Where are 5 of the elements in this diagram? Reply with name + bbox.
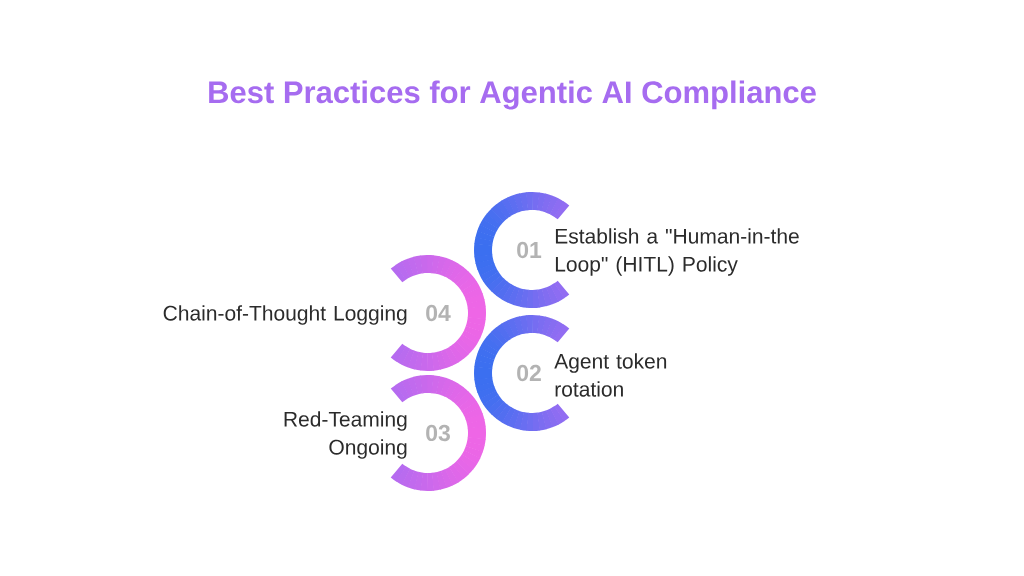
step-text: Establish a "Human-in-the Loop" (HITL) Policy xyxy=(555,228,799,276)
step-text: Agent token rotation xyxy=(554,353,667,397)
step-text: Chain-of-Thought Logging xyxy=(163,305,407,325)
step-text: Red-Teaming Ongoing xyxy=(284,411,407,459)
title: Best Practices for Agentic AI Compliance xyxy=(209,80,816,110)
